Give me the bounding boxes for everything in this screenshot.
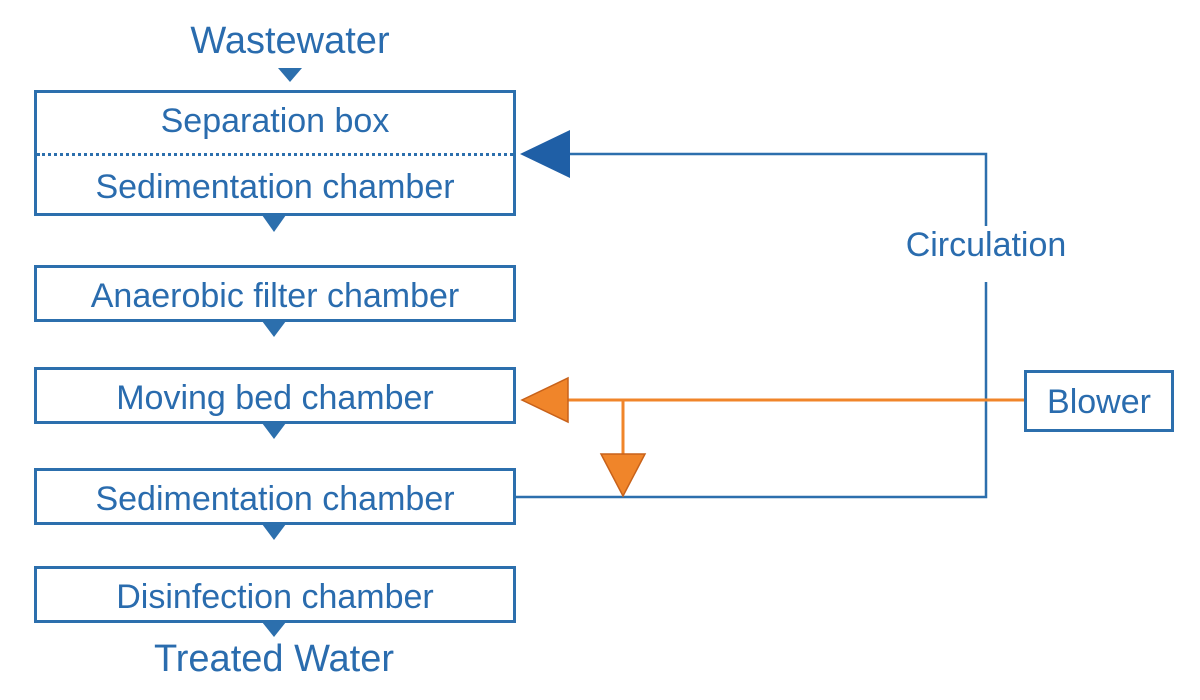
circulation-line (516, 282, 988, 499)
moving-bed-label: Moving bed chamber (116, 379, 434, 417)
flow-arrow-treated (262, 622, 286, 637)
circulation-label: Circulation (905, 226, 1067, 264)
wastewater-label: Wastewater (190, 20, 390, 62)
air-arrowhead-sedimentation (599, 453, 647, 498)
flow-arrow-2 (262, 321, 286, 337)
moving-bed-box (34, 367, 516, 424)
air-arrowhead-moving-bed (520, 376, 569, 424)
blower-label: Blower (1047, 383, 1151, 421)
flow-arrow-4 (262, 524, 286, 540)
blower-box (1024, 370, 1174, 432)
separation-sedimentation-box (34, 90, 516, 216)
circulation-line-top (570, 152, 988, 226)
anaerobic-filter-label: Anaerobic filter chamber (90, 277, 460, 315)
anaerobic-filter-box (34, 265, 516, 322)
sedimentation-chamber-2-box (34, 468, 516, 525)
sedimentation-chamber-1-label: Sedimentation chamber (95, 168, 455, 206)
circulation-arrowhead (520, 130, 570, 178)
separation-box-label: Separation box (160, 102, 390, 140)
disinfection-box (34, 566, 516, 623)
treated-water-label: Treated Water (153, 638, 395, 680)
dotted-divider (37, 153, 513, 156)
flow-arrow-3 (262, 423, 286, 439)
sedimentation-chamber-2-label: Sedimentation chamber (95, 480, 455, 518)
flow-arrow-wastewater (278, 68, 302, 82)
disinfection-label: Disinfection chamber (116, 578, 434, 616)
flow-arrow-1 (262, 215, 286, 232)
